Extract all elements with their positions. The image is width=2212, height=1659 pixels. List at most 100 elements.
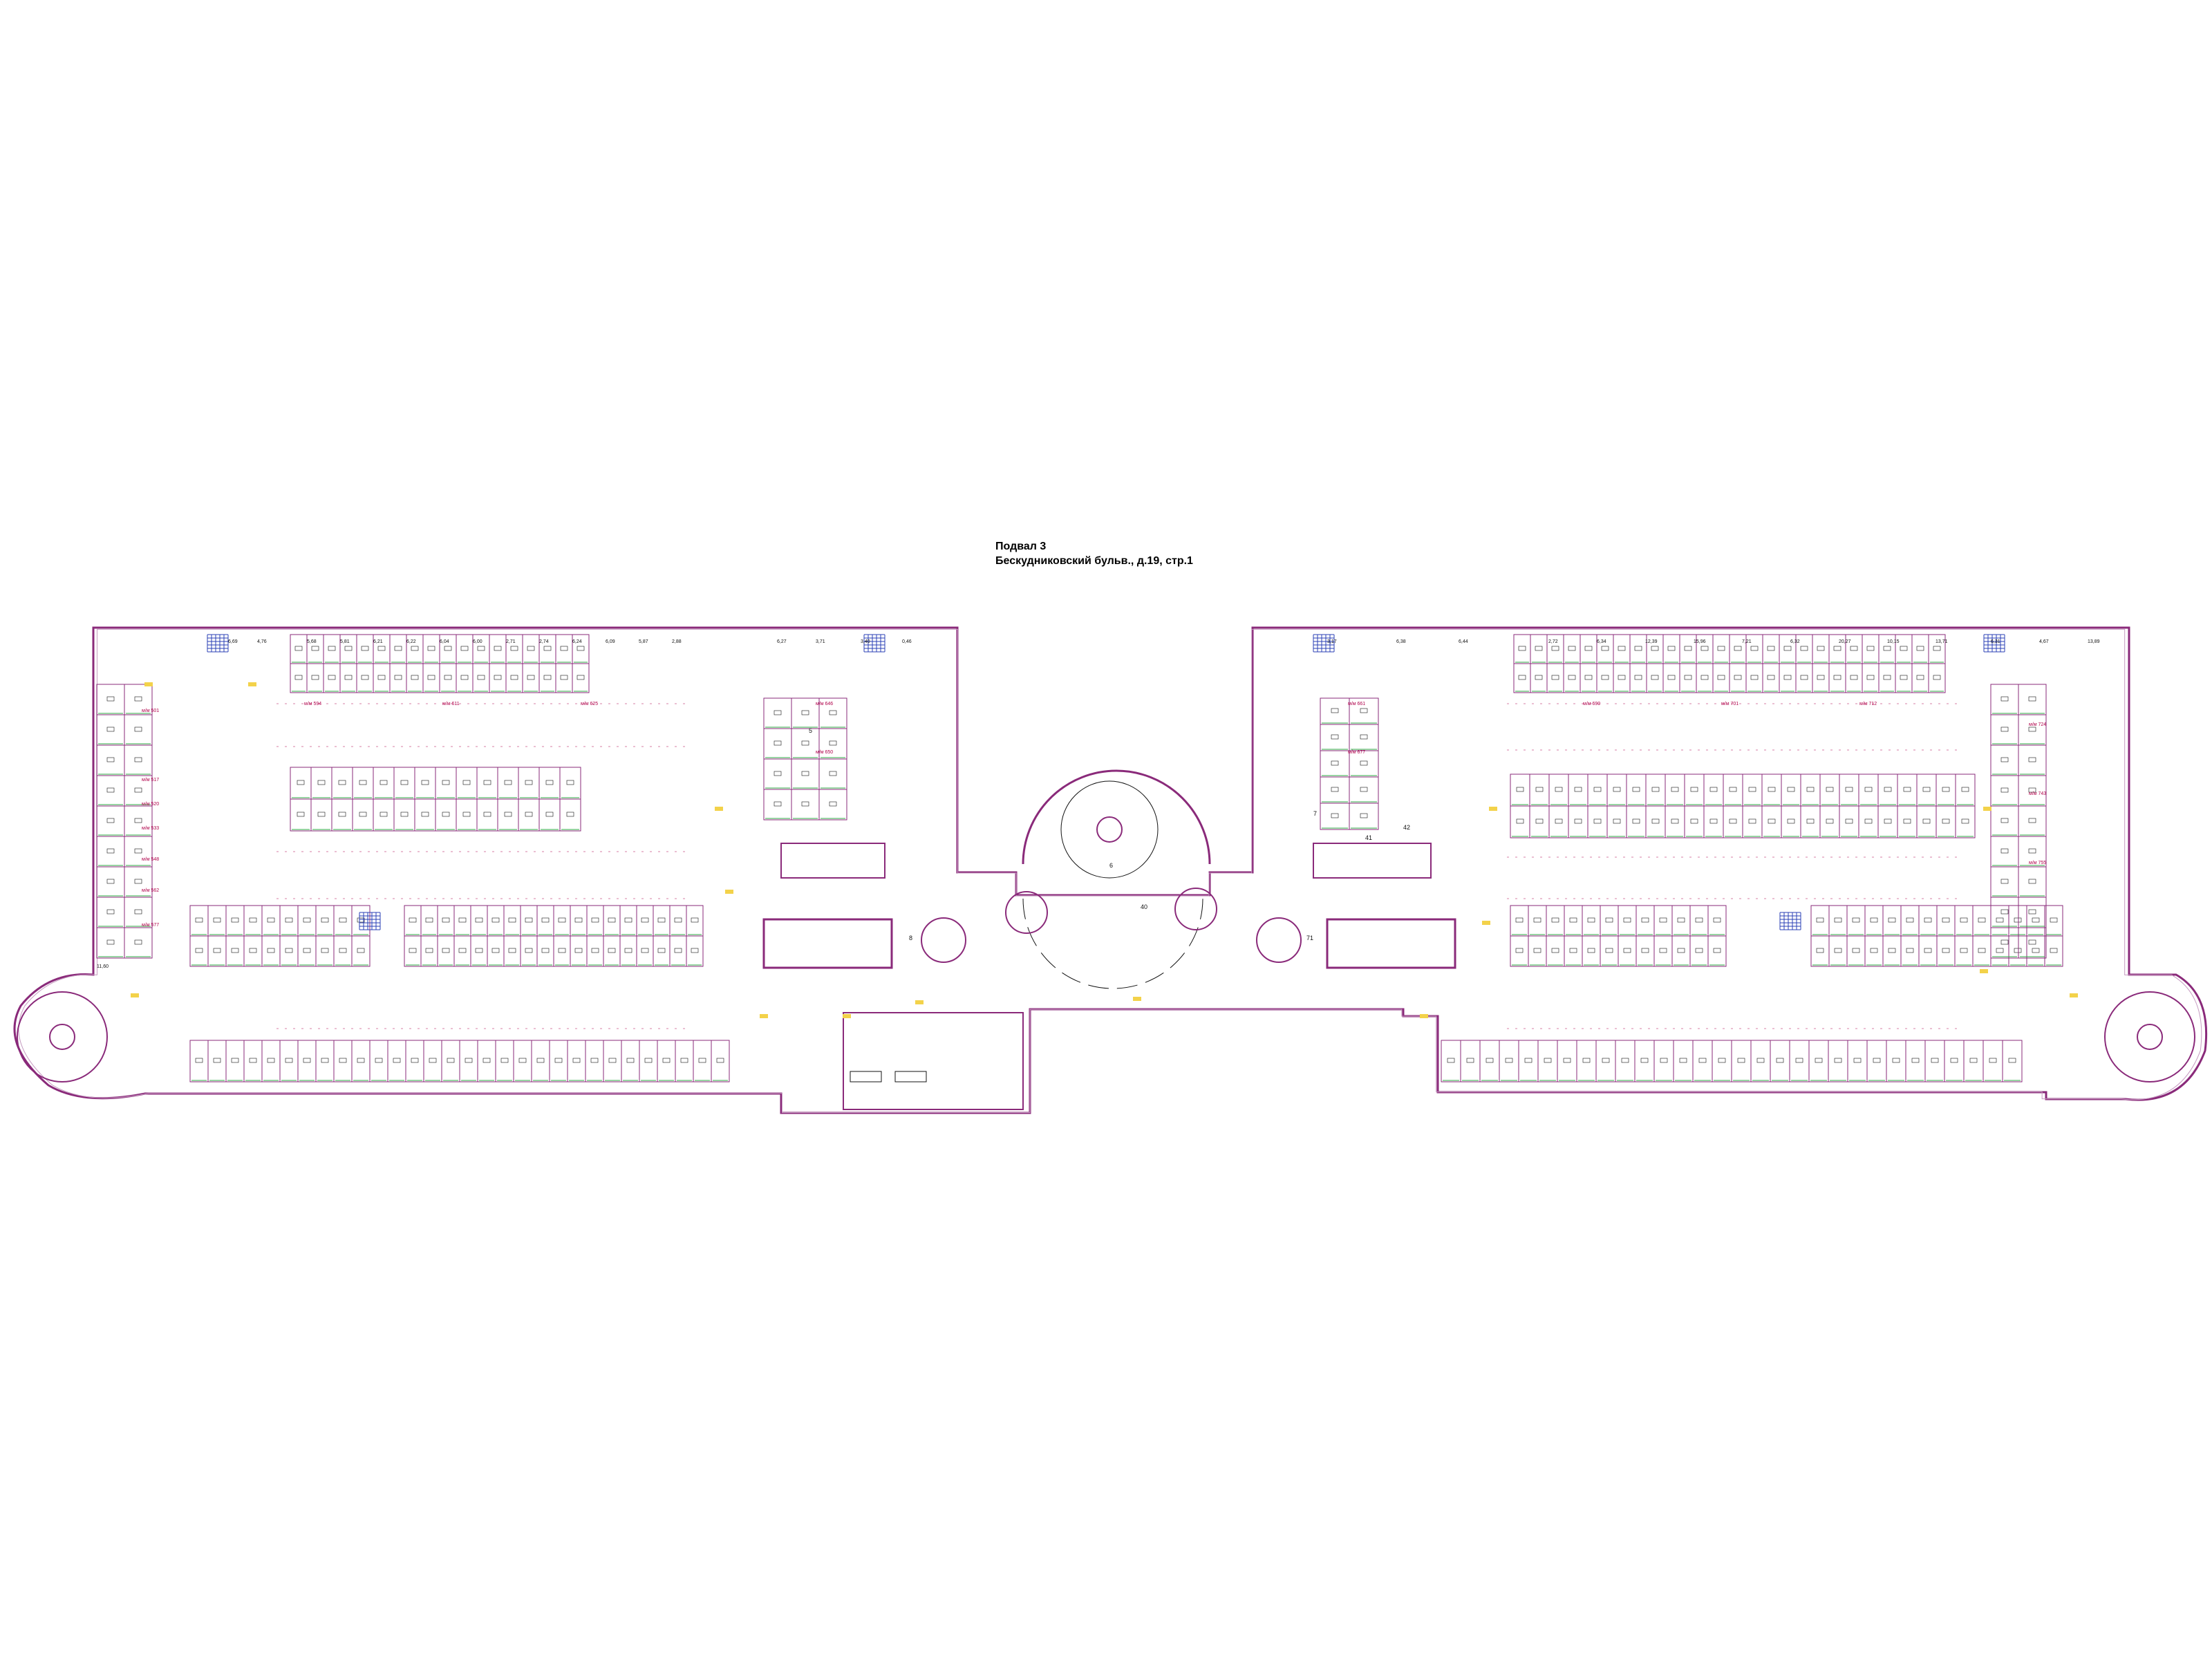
right-lower-a-cell <box>1635 905 1655 937</box>
left-inner-block-cell <box>791 758 820 790</box>
right-lower-a-cell <box>1671 935 1691 967</box>
left-bottom-cell <box>333 1040 353 1082</box>
left-top-place-tag <box>510 646 518 651</box>
right-middle-cell <box>1897 805 1918 838</box>
left-top-cell <box>555 634 573 664</box>
left-bottom-place-tag <box>303 1058 311 1063</box>
right-middle-place-tag <box>1884 818 1892 824</box>
left-bottom-place-tag <box>554 1058 563 1063</box>
right-lower-b-place-tag <box>1978 948 1986 953</box>
left-lower-a-place-tag <box>213 948 221 953</box>
right-top-place-tag <box>1783 646 1792 651</box>
right-column-cell <box>2018 805 2047 837</box>
left-inner-block-place-tag <box>774 710 782 715</box>
right-bottom-cell <box>1441 1040 1461 1082</box>
right-top-place-tag <box>1551 646 1559 651</box>
room-area-label: 2,71 <box>506 639 516 644</box>
right-middle-cell <box>1800 805 1821 838</box>
left-lower-a-cell <box>333 935 353 967</box>
right-top-place-tag <box>1535 675 1543 680</box>
right-middle-cell <box>1742 774 1763 807</box>
left-lower-b-place-tag <box>491 917 500 923</box>
left-lower-b-cell <box>437 905 455 937</box>
left-inner-block-place-tag <box>774 801 782 807</box>
left-top-cell <box>456 634 474 664</box>
right-middle-place-tag <box>1922 818 1931 824</box>
right-lower-a-place-tag <box>1533 948 1541 953</box>
right-bottom-cell <box>1712 1040 1732 1082</box>
right-middle-place-tag <box>1845 818 1853 824</box>
right-bottom-place-tag <box>1640 1058 1649 1063</box>
left-lower-b-cell <box>420 935 438 967</box>
right-lower-b-place-tag <box>2050 917 2058 923</box>
right-middle-cell <box>1877 774 1898 807</box>
right-middle-cell <box>1839 774 1859 807</box>
left-middle-cell <box>373 767 395 800</box>
room-area-label: 5,87 <box>639 639 648 644</box>
left-bottom-cell <box>405 1040 424 1082</box>
parking-place-label: м/м 724 <box>2029 722 2046 727</box>
left-top-place-tag <box>411 675 419 680</box>
right-inner-block-cell <box>1349 803 1379 830</box>
left-middle-place-tag <box>504 780 512 785</box>
left-top-place-tag <box>444 646 452 651</box>
left-lower-b-place-tag <box>608 917 616 923</box>
right-middle-place-tag <box>1806 787 1815 792</box>
door-marker <box>1983 807 1991 811</box>
left-lower-b-cell <box>570 905 588 937</box>
ramp-core <box>1096 816 1123 843</box>
left-lower-b-cell <box>669 905 687 937</box>
left-middle-place-tag <box>338 812 346 817</box>
right-column-cell <box>2018 684 2047 715</box>
right-middle-cell <box>1877 805 1898 838</box>
parking-place-label: м/м 594 <box>304 702 321 706</box>
left-column-place-tag <box>134 787 142 793</box>
right-middle-cell <box>1955 774 1976 807</box>
right-middle-cell <box>1684 774 1705 807</box>
left-lower-b-cell <box>453 935 471 967</box>
left-column-cell <box>96 927 125 959</box>
left-middle-place-tag <box>421 812 429 817</box>
left-top-place-tag <box>527 675 535 680</box>
left-lower-b-cell <box>636 905 654 937</box>
door-marker <box>1980 969 1988 973</box>
left-lower-b-place-tag <box>674 917 682 923</box>
right-column-place-tag <box>2028 909 2036 915</box>
right-top-cell <box>1762 634 1780 664</box>
right-top-place-tag <box>1618 675 1626 680</box>
right-bottom-place-tag <box>1698 1058 1707 1063</box>
right-column-place-tag <box>2028 696 2036 702</box>
left-bottom-cell <box>315 1040 335 1082</box>
right-bottom-cell <box>1924 1040 1945 1082</box>
left-lower-b-cell <box>503 905 521 937</box>
right-top-cell <box>1613 634 1631 664</box>
round-column-right <box>1174 888 1217 930</box>
parking-place-label: м/м 690 <box>1583 702 1600 706</box>
left-middle-cell <box>456 798 478 832</box>
right-top-place-tag <box>1518 675 1526 680</box>
left-bottom-cell <box>441 1040 460 1082</box>
left-top-cell <box>522 663 540 693</box>
left-lower-b-place-tag <box>541 948 550 953</box>
right-bottom-cell <box>1557 1040 1577 1082</box>
right-middle-cell <box>1936 774 1956 807</box>
right-middle-cell <box>1761 774 1782 807</box>
left-column-cell <box>124 836 153 868</box>
right-lower-b-cell <box>1900 905 1920 937</box>
left-lower-a-place-tag <box>303 948 311 953</box>
left-top-place-tag <box>361 675 369 680</box>
parking-place-label: м/м 533 <box>142 826 159 831</box>
left-middle-place-tag <box>379 812 388 817</box>
left-top-place-tag <box>560 675 568 680</box>
right-lower-a-place-tag <box>1641 948 1649 953</box>
right-top-place-tag <box>1584 675 1593 680</box>
right-column-place-tag <box>2028 879 2036 884</box>
left-bottom-cell <box>297 1040 317 1082</box>
right-lower-a-cell <box>1582 935 1601 967</box>
left-lower-b-place-tag <box>641 948 649 953</box>
right-bottom-place-tag <box>1582 1058 1591 1063</box>
right-top-cell <box>1712 634 1730 664</box>
door-marker <box>131 993 139 997</box>
left-top-cell <box>538 663 556 693</box>
right-bottom-place-tag <box>1544 1058 1552 1063</box>
